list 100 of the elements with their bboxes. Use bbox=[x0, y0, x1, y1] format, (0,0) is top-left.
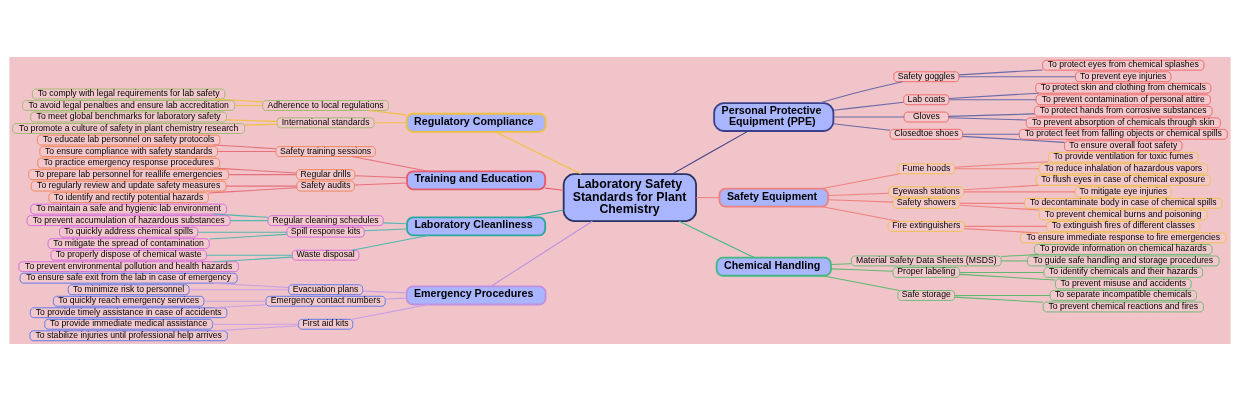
node-box: Laboratory Cleanliness bbox=[406, 215, 547, 236]
node-box: To ensure overall foot safety bbox=[1064, 139, 1183, 151]
connector bbox=[830, 262, 852, 265]
node-box: To stabilize injuries until professional help arrives bbox=[29, 329, 228, 341]
connector bbox=[821, 205, 901, 222]
node-box: To decontaminate body in case of chemical spills bbox=[1024, 197, 1223, 209]
node-box: To educate lab personnel on safety protocols bbox=[36, 134, 221, 145]
connector bbox=[205, 254, 293, 256]
node-box: To prevent absorption of chemicals through skin bbox=[1025, 116, 1221, 128]
node-box: Lab coats bbox=[903, 93, 950, 105]
connector bbox=[833, 101, 905, 111]
node-box: To meet global benchmarks for laboratory safety bbox=[30, 111, 227, 122]
connector bbox=[954, 167, 1040, 169]
node-box: To prevent environmental pollution and health hazards bbox=[18, 260, 239, 272]
connector bbox=[948, 98, 1037, 100]
connector bbox=[212, 213, 269, 218]
node-box: Proper labeling bbox=[892, 266, 961, 278]
connector bbox=[351, 234, 429, 251]
connector bbox=[351, 155, 429, 172]
connector bbox=[954, 294, 1051, 296]
node-box: Waste disposal bbox=[291, 249, 360, 261]
connector bbox=[382, 221, 408, 224]
connector bbox=[830, 267, 894, 272]
node-box: Safe storage bbox=[897, 289, 956, 301]
node-box: To prevent misuse and accidents bbox=[1055, 278, 1192, 289]
connector bbox=[212, 303, 267, 308]
connector bbox=[1000, 259, 1028, 261]
connector bbox=[225, 185, 298, 187]
node-box: To mitigate the spread of contamination bbox=[47, 237, 210, 249]
connector bbox=[948, 112, 1035, 117]
node-box: To properly dispose of chemical waste bbox=[50, 249, 207, 261]
node-box: To identify chemicals and their hazards bbox=[1043, 266, 1204, 278]
connector bbox=[362, 290, 407, 293]
node-box: To guide safe handling and storage procedures bbox=[1027, 255, 1220, 266]
node-box: Fume hoods bbox=[897, 162, 956, 174]
node-box: Laboratory Safety Standards for Plant Chemistry bbox=[562, 172, 697, 222]
connector bbox=[208, 233, 288, 239]
connector bbox=[212, 282, 289, 288]
connector bbox=[948, 92, 1040, 99]
node-box: To quickly reach emergency services bbox=[52, 295, 205, 307]
connector bbox=[821, 274, 901, 291]
node-box: To prevent contamination of personal attire bbox=[1035, 93, 1211, 105]
connector bbox=[964, 225, 1048, 227]
node-box: To provide immediate medical assistance bbox=[44, 318, 213, 330]
node-box: Gloves bbox=[903, 111, 949, 122]
connector bbox=[197, 231, 288, 233]
node-box: Adherence to local regulations bbox=[262, 99, 389, 111]
connector bbox=[827, 198, 894, 203]
connector bbox=[208, 186, 298, 193]
node-box: To identify and rectify potential hazards bbox=[48, 191, 209, 203]
node-box: To promote a culture of safety in plant chemistry research bbox=[12, 122, 246, 134]
connector bbox=[384, 297, 408, 299]
node-box: Personal Protective Equipment (PPE) bbox=[713, 101, 835, 132]
node-box: Safety audits bbox=[296, 180, 355, 191]
connector bbox=[495, 130, 582, 175]
node-box: To protect feet from falling objects or chemical spills bbox=[1018, 128, 1228, 140]
node-box: Safety Equipment bbox=[718, 187, 829, 208]
node-box: Material Safety Data Sheets (MSDS) bbox=[851, 255, 1002, 266]
connector bbox=[212, 256, 293, 262]
node-box: Evacuation plans bbox=[288, 283, 364, 295]
node-box: To separate incompatible chemicals bbox=[1049, 289, 1197, 301]
node-box: To ensure compliance with safety standards bbox=[39, 145, 218, 157]
node-box: To prepare lab personnel for reallife emergencies bbox=[28, 168, 229, 180]
connector bbox=[833, 122, 891, 131]
connector bbox=[821, 172, 901, 189]
connector bbox=[819, 80, 903, 104]
node-box: Closedtoe shoes bbox=[889, 128, 963, 140]
node-box: To provide timely assistance in case of accidents bbox=[29, 306, 228, 318]
node-box: To prevent chemical reactions and fires bbox=[1042, 301, 1204, 312]
connector bbox=[244, 123, 278, 126]
node-box: To prevent chemical burns and poisoning bbox=[1038, 209, 1208, 220]
node-box: To reduce inhalation of hazardous vapors bbox=[1038, 162, 1208, 174]
connector bbox=[353, 181, 408, 186]
node-box: First aid kits bbox=[298, 318, 354, 330]
node-box: To mitigate eye injuries bbox=[1074, 186, 1172, 197]
node-box: To ensure safe exit from the lab in case of emergency bbox=[19, 272, 238, 284]
connector bbox=[229, 219, 269, 221]
connector bbox=[217, 150, 277, 152]
connector bbox=[959, 271, 1045, 273]
connector bbox=[827, 192, 890, 196]
connector bbox=[962, 133, 1020, 135]
node-box: To minimize risk to personnel bbox=[67, 283, 190, 295]
node-box: To avoid legal penalties and ensure lab accreditation bbox=[22, 99, 236, 111]
connector bbox=[212, 143, 277, 149]
connector bbox=[226, 118, 278, 122]
connector bbox=[963, 190, 1076, 192]
connector bbox=[958, 75, 1076, 77]
node-box: Training and Education bbox=[406, 169, 547, 190]
node-box: To ensure immediate response to fire emergencies bbox=[1020, 232, 1227, 243]
node-box: To extinguish fires of different classes bbox=[1046, 220, 1201, 232]
connector bbox=[212, 97, 263, 102]
node-box: To regularly review and update safety measures bbox=[30, 180, 227, 191]
connector bbox=[954, 296, 1044, 303]
node-box: To provide information on chemical hazards bbox=[1034, 243, 1213, 255]
node-box: Spill response kits bbox=[286, 226, 365, 238]
connector bbox=[228, 173, 297, 175]
connector bbox=[963, 184, 1040, 190]
node-box: Eyewash stations bbox=[888, 186, 965, 197]
node-box: To practice emergency response procedures bbox=[37, 157, 220, 168]
connector bbox=[524, 208, 565, 218]
